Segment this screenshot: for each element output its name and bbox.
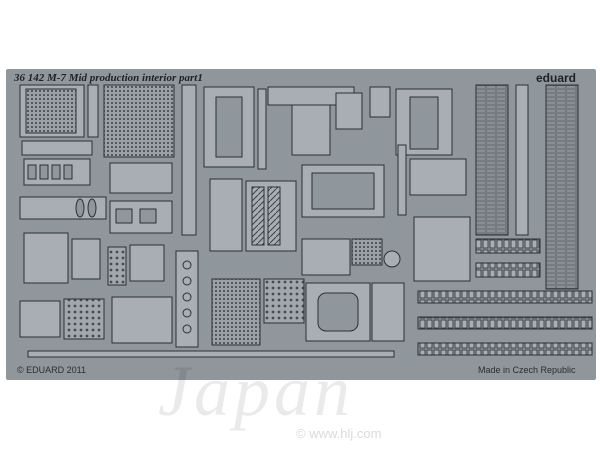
fret-title: 36 142 M-7 Mid production interior part1 — [14, 72, 203, 84]
part-mesh-panel-b — [103, 84, 175, 158]
part-mesh-panel-c — [211, 278, 261, 346]
part-small-clip — [369, 86, 391, 118]
part-track-link-a — [475, 238, 541, 254]
part-mesh-insert-a — [25, 88, 77, 134]
part-lever-set — [111, 296, 173, 344]
part-dot-plate-a — [63, 298, 105, 340]
part-ladder-strip-b — [545, 84, 579, 290]
part-rack-b — [413, 216, 471, 282]
part-long-strip-b — [515, 84, 529, 236]
part-strip-a — [87, 84, 99, 138]
part-box-b — [71, 238, 101, 280]
part-ladder-strip-a — [475, 84, 509, 236]
part-track-link-e — [417, 342, 593, 356]
part-strip-b — [257, 88, 267, 170]
part-track-link-b — [475, 262, 541, 278]
part-long-rod — [27, 350, 395, 358]
part-flag-plate — [129, 244, 165, 282]
part-bracket-a — [21, 140, 93, 156]
part-track-link-c — [417, 290, 593, 304]
etched-parts-layout — [19, 84, 593, 358]
part-handle-set — [409, 158, 467, 196]
origin-text: Made in Czech Republic — [478, 365, 576, 375]
part-bracket-c — [301, 238, 351, 276]
watermark-url: © www.hlj.com — [296, 426, 382, 441]
part-ring — [383, 250, 401, 268]
part-bracket-b — [19, 300, 61, 338]
part-box-c — [371, 282, 405, 342]
part-long-strip-a — [181, 84, 197, 236]
part-small-box-a — [335, 92, 363, 130]
part-strip-c — [397, 144, 407, 216]
part-tall-plate-a — [209, 178, 243, 252]
part-rack-a — [19, 196, 107, 220]
part-box-a — [23, 232, 69, 284]
part-track-link-d — [417, 316, 593, 330]
copyright-text: © EDUARD 2011 — [17, 365, 86, 375]
part-dot-plate-b — [107, 246, 127, 286]
watermark-text: Japan — [158, 351, 354, 431]
part-seat-frame — [109, 162, 173, 194]
part-dot-plate-c — [263, 278, 305, 324]
part-vent-cover — [291, 104, 331, 156]
part-grille — [351, 238, 383, 266]
brand-logo-text: eduard — [536, 71, 577, 85]
